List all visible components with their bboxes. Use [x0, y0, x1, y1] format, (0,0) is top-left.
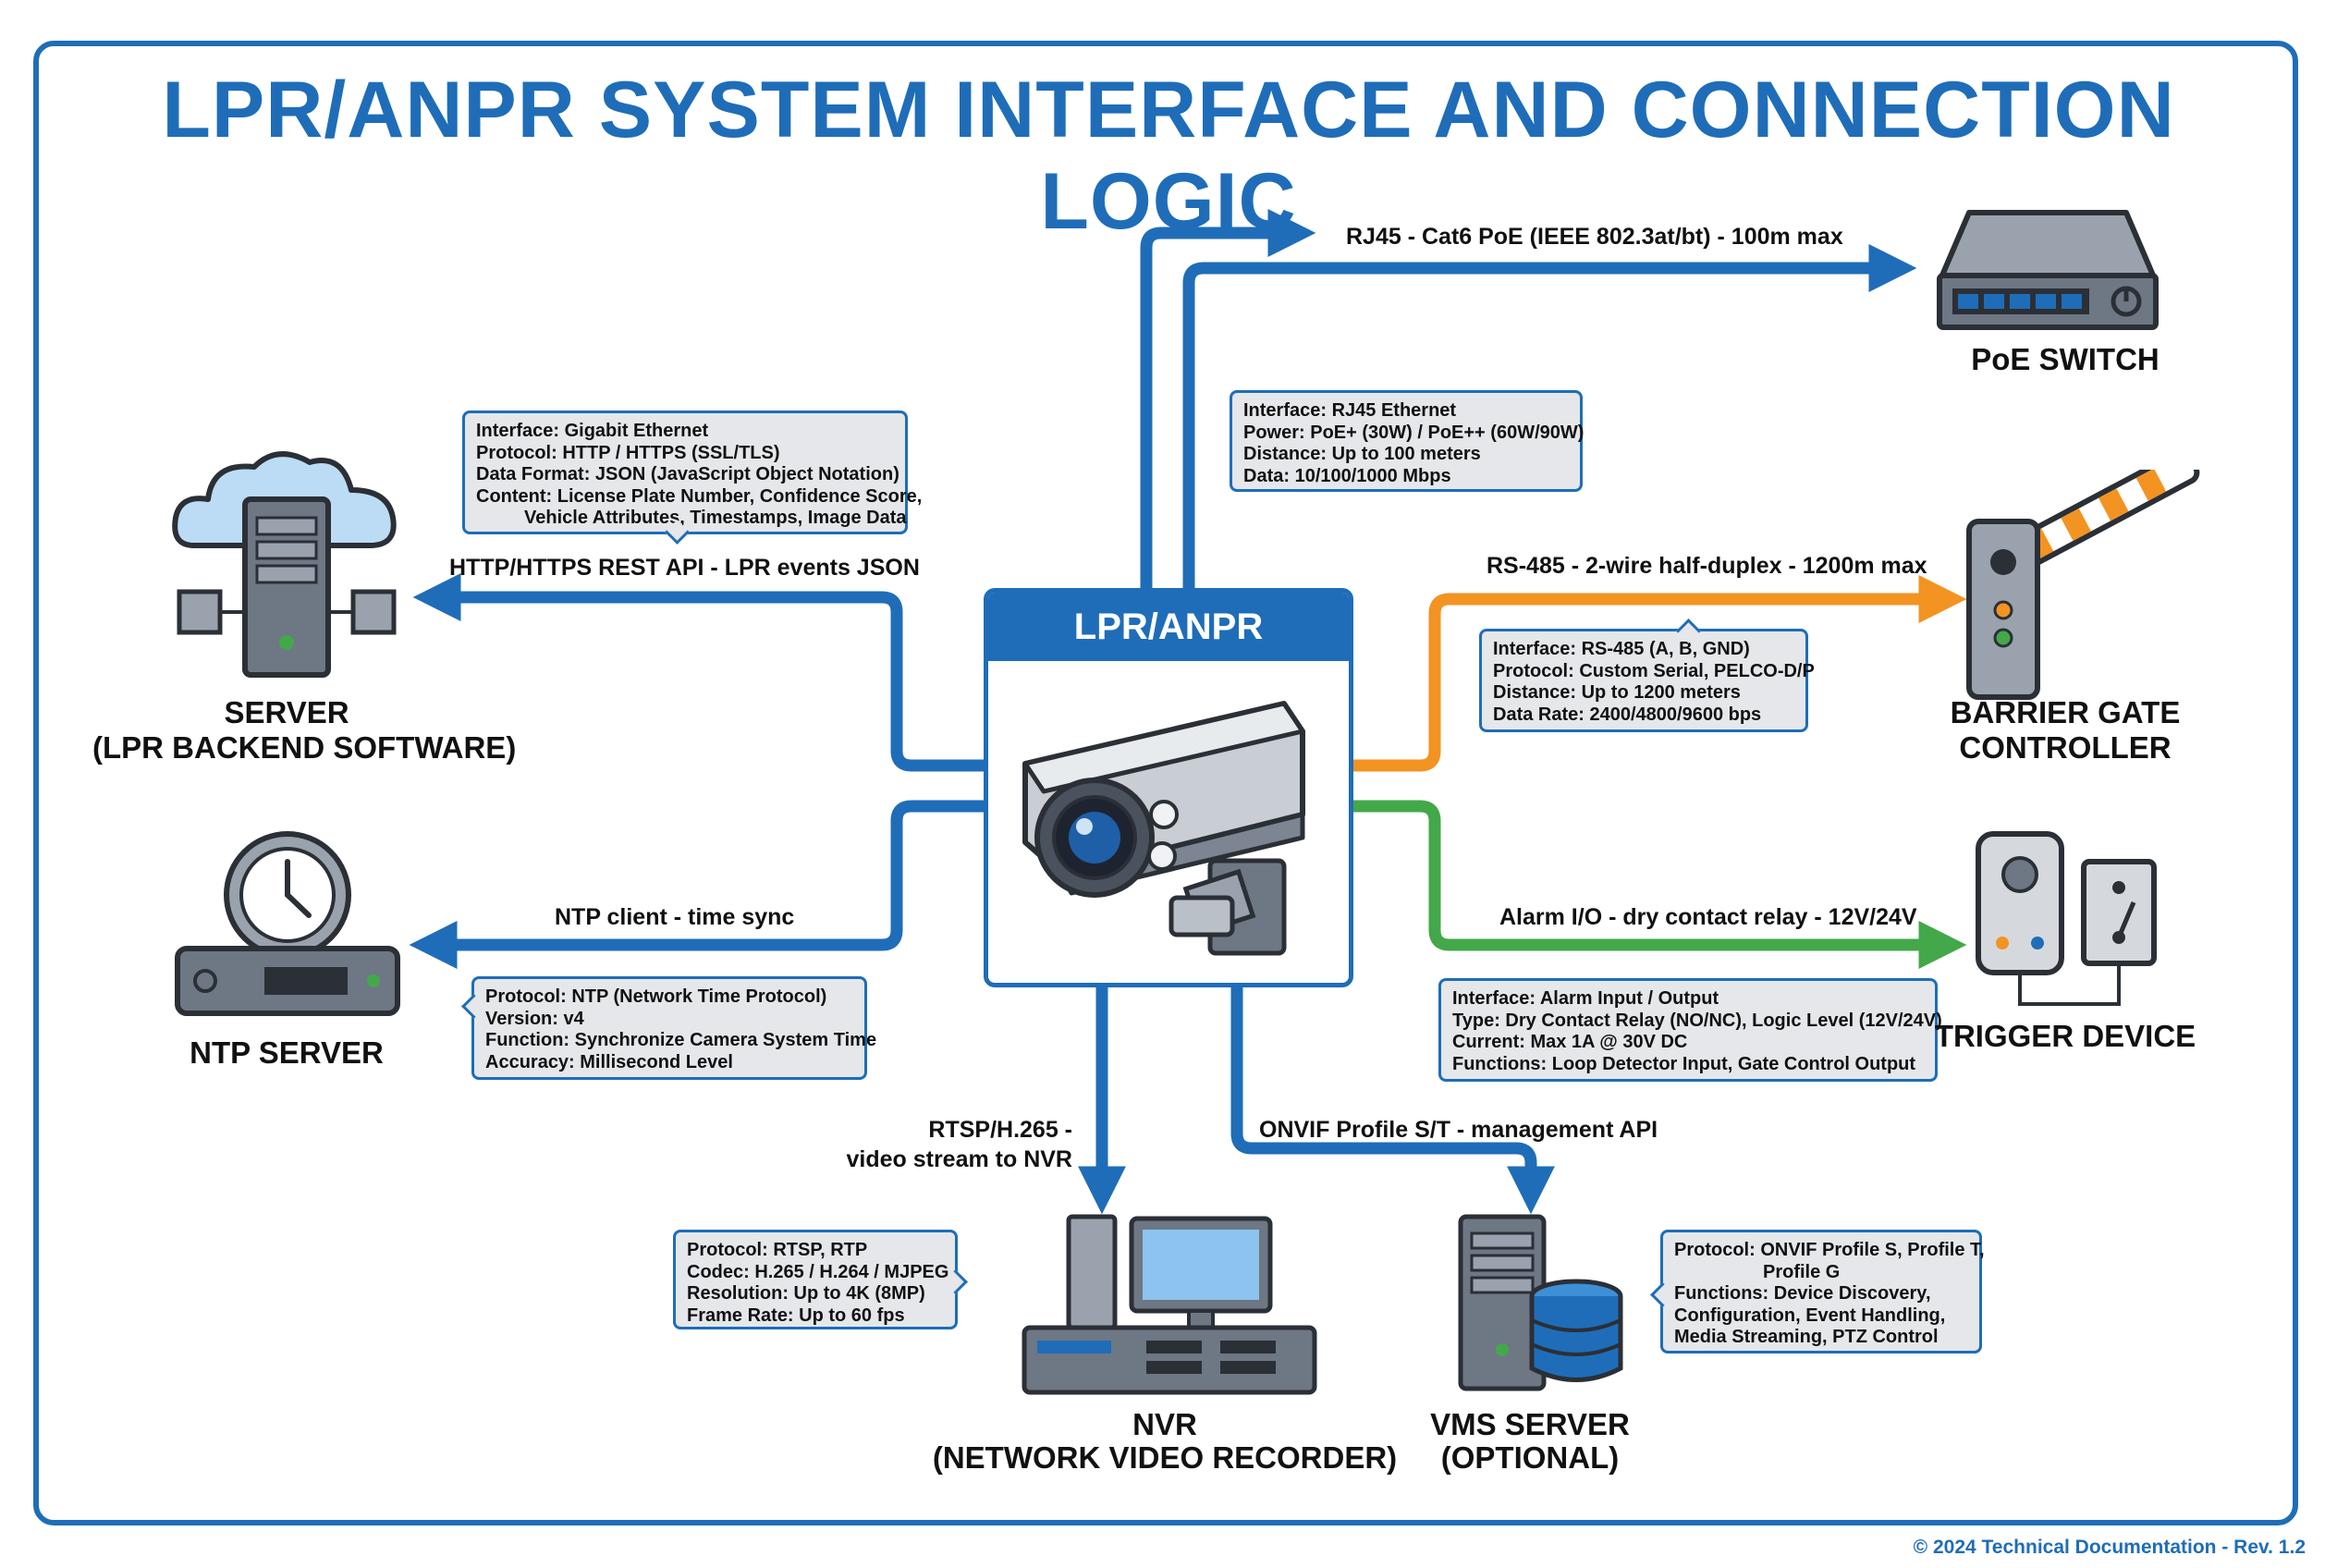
- ntp-clock-icon: [175, 831, 400, 1016]
- poe-link-label: RJ45 - Cat6 PoE (IEEE 802.3at/bt) - 100m…: [1346, 224, 1843, 250]
- rtsp-callout-line: Protocol: RTSP, RTP: [687, 1240, 868, 1260]
- rs485-link-label: RS-485 - 2-wire half-duplex - 1200m max: [1487, 553, 1927, 579]
- poe-callout: Interface: RJ45 Ethernet Power: PoE+ (30…: [1230, 390, 1585, 492]
- vms-server-icon: [1458, 1214, 1623, 1391]
- poe-switch-label: PoE SWITCH: [1971, 342, 2160, 376]
- onvif-link-label: ONVIF Profile S/T - management API: [1259, 1117, 1658, 1143]
- trigger-device-label: TRIGGER DEVICE: [1934, 1019, 2196, 1053]
- page-title: LPR/ANPR SYSTEM INTERFACE AND CONNECTION…: [162, 66, 2175, 246]
- barrier-label-line1: BARRIER GATE: [1950, 695, 2181, 729]
- rs485-callout-line: Interface: RS-485 (A, B, GND): [1493, 639, 1750, 659]
- footer-copyright: © 2024 Technical Documentation - Rev. 1.…: [1913, 1537, 2306, 1558]
- poe-callout-line: Distance: Up to 100 meters: [1243, 444, 1481, 464]
- server-callout-line: Content: License Plate Number, Confidenc…: [476, 485, 923, 507]
- ntp-callout-line: Version: v4: [485, 1008, 584, 1029]
- rs485-callout: Interface: RS-485 (A, B, GND) Protocol: …: [1479, 619, 1815, 732]
- nvr-icon: [1022, 1214, 1317, 1395]
- onvif-callout: Protocol: ONVIF Profile S, Profile T, Pr…: [1650, 1230, 1985, 1354]
- ntp-link-label: NTP client - time sync: [555, 904, 795, 930]
- ntp-link-line: [409, 800, 984, 969]
- rtsp-callout-line: Resolution: Up to 4K (8MP): [687, 1283, 925, 1304]
- nvr-label-line1: NVR: [1132, 1407, 1197, 1441]
- onvif-callout-line: Protocol: ONVIF Profile S, Profile T,: [1674, 1240, 1985, 1260]
- server-callout-line: Vehicle Attributes, Timestamps, Image Da…: [524, 508, 907, 528]
- alarm-callout-line: Current: Max 1A @ 30V DC: [1452, 1032, 1688, 1052]
- rs485-callout-line: Protocol: Custom Serial, PELCO-D/P: [1493, 660, 1815, 681]
- vms-label-line1: VMS SERVER: [1430, 1407, 1630, 1441]
- alarm-callout-line: Type: Dry Contact Relay (NO/NC), Logic L…: [1452, 1010, 1942, 1031]
- alarm-link-label: Alarm I/O - dry contact relay - 12V/24V: [1499, 904, 1917, 930]
- alarm-link-line: [1353, 800, 1967, 969]
- server-label-line1: SERVER: [224, 695, 349, 729]
- server-link-line: [412, 573, 984, 772]
- onvif-callout-line: Profile G: [1763, 1261, 1841, 1282]
- poe-link-line-2: [1182, 244, 1917, 588]
- poe-callout-line: Data: 10/100/1000 Mbps: [1243, 465, 1451, 486]
- alarm-callout: Interface: Alarm Input / Output Type: Dr…: [1438, 978, 1942, 1082]
- onvif-callout-line: Media Streaming, PTZ Control: [1674, 1327, 1939, 1347]
- ntp-callout-line: Function: Synchronize Camera System Time: [485, 1030, 877, 1050]
- ntp-callout-line: Accuracy: Millisecond Level: [485, 1051, 733, 1072]
- rtsp-link-label-line2: video stream to NVR: [846, 1146, 1072, 1172]
- poe-switch-icon: [1937, 210, 2159, 330]
- poe-callout-line: Power: PoE+ (30W) / PoE++ (60W/90W): [1243, 422, 1585, 443]
- cctv-camera-icon: [1022, 701, 1305, 956]
- barrier-label-line2: CONTROLLER: [1959, 730, 2172, 765]
- rtsp-callout: Protocol: RTSP, RTP Codec: H.265 / H.264…: [673, 1230, 968, 1329]
- rs485-link-line: [1353, 575, 1967, 772]
- vms-label-line2: (OPTIONAL): [1440, 1440, 1620, 1475]
- server-callout-line: Data Format: JSON (JavaScript Object Not…: [476, 464, 899, 484]
- rs485-callout-line: Distance: Up to 1200 meters: [1493, 682, 1741, 703]
- rtsp-link-label-line1: RTSP/H.265 -: [928, 1117, 1072, 1143]
- onvif-callout-line: Functions: Device Discovery,: [1674, 1283, 1931, 1304]
- server-link-label: HTTP/HTTPS REST API - LPR events JSON: [449, 555, 920, 581]
- ntp-server-label: NTP SERVER: [190, 1035, 384, 1070]
- trigger-device-icon: [1976, 831, 2157, 1006]
- server-callout-line: Interface: Gigabit Ethernet: [476, 421, 709, 441]
- barrier-gate-icon: [1966, 470, 2200, 700]
- poe-callout-line: Interface: RJ45 Ethernet: [1243, 400, 1457, 421]
- rtsp-callout-line: Codec: H.265 / H.264 / MJPEG: [687, 1261, 949, 1282]
- nvr-label-line2: (NETWORK VIDEO RECORDER): [932, 1440, 1398, 1475]
- poe-link-line-1: [1140, 209, 1316, 588]
- diagram-frame: [33, 41, 2298, 1525]
- rs485-callout-line: Data Rate: 2400/4800/9600 bps: [1493, 704, 1762, 725]
- onvif-link-line: [1230, 987, 1555, 1215]
- alarm-callout-line: Functions: Loop Detector Input, Gate Con…: [1452, 1053, 1916, 1074]
- rtsp-callout-line: Frame Rate: Up to 60 fps: [687, 1305, 905, 1326]
- ntp-callout: Protocol: NTP (Network Time Protocol) Ve…: [461, 976, 877, 1080]
- camera-node[interactable]: LPR/ANPR CAMERA: [984, 588, 1353, 987]
- server-label-line2: (LPR BACKEND SOFTWARE): [92, 730, 517, 765]
- ntp-callout-line: Protocol: NTP (Network Time Protocol): [485, 986, 827, 1007]
- onvif-callout-line: Configuration, Event Handling,: [1674, 1305, 1946, 1326]
- server-callout-line: Protocol: HTTP / HTTPS (SSL/TLS): [476, 442, 780, 463]
- server-cloud-icon: [172, 451, 397, 678]
- alarm-callout-line: Interface: Alarm Input / Output: [1452, 988, 1719, 1009]
- server-callout: Interface: Gigabit Ethernet Protocol: HT…: [462, 410, 923, 545]
- camera-label: LPR/ANPR CAMERA: [988, 593, 1349, 716]
